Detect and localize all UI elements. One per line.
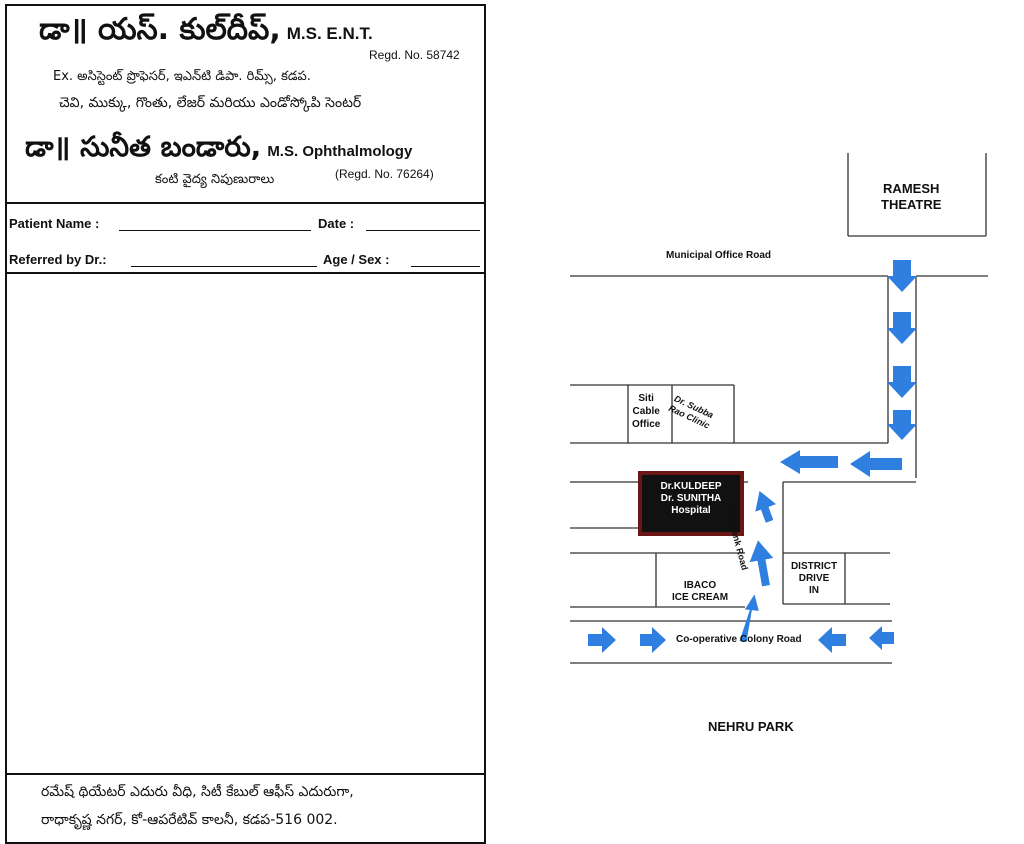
doctor1-name: డా॥ యస్. కుల్‌దీప్, [39,12,281,47]
arrow-right-icon [588,627,616,653]
footer-address-line2: రాధాకృష్ణ నగర్, కో-ఆపరేటివ్ కాలనీ, కడప-5… [41,812,338,828]
prescription-pad: డా॥ యస్. కుల్‌దీప్, M.S. E.N.T. Regd. No.… [5,4,486,844]
arrow-right-icon [640,627,666,653]
hospital-line2: Dr. SUNITHA [660,493,722,504]
doctor1-degree: M.S. E.N.T. [286,24,373,43]
doctor1-regd: Regd. No. 58742 [369,48,460,62]
date-label: Date : [318,216,355,231]
doctor2-regd: (Regd. No. 76264) [335,167,434,181]
direction-arrows [588,260,917,653]
nehru-park-label: NEHRU PARK [708,719,794,734]
arrow-down-icon [887,410,917,440]
footer-divider [7,773,484,775]
arrow-up-icon [749,540,774,587]
arrow-up-icon [755,490,777,523]
referred-by-line [131,266,317,267]
arrow-left-icon [780,450,838,474]
arrow-left-icon [818,627,846,653]
arrow-left-icon [850,451,902,477]
header-divider [7,202,484,204]
doctor1-heading: డా॥ యస్. కుల్‌దీప్, M.S. E.N.T. [39,12,373,54]
arrow-up-icon [739,594,759,642]
date-line [366,230,480,231]
arrow-down-icon [887,312,917,344]
doctor2-name: డా॥ సునీత బండారు, [25,130,262,163]
age-sex-line [411,266,480,267]
arrow-down-icon [887,366,917,398]
hospital-line3: Hospital [671,505,711,516]
doctor1-center: చెవి, ముక్కు, గొంతు, లేజర్ మరియు ఎండోస్క… [59,95,362,111]
patient-name-line [119,230,311,231]
age-sex-label: Age / Sex : [323,252,390,267]
doctor1-former-post: Ex. అసిస్టెంట్ ప్రొఫెసర్, ఇఎన్‌టి డిపా. … [53,69,311,84]
hospital-marker: Dr.KULDEEP Dr. SUNITHA Hospital [638,471,744,536]
arrow-left-icon [869,626,894,650]
doctor2-degree: M.S. Ophthalmology [267,143,413,160]
coop-road-label: Co-operative Colony Road [676,634,802,645]
arrow-down-icon [887,260,917,292]
referred-by-label: Referred by Dr.: [9,252,107,267]
doctor2-heading: డా॥ సునీత బండారు, M.S. Ophthalmology [25,130,412,170]
fields-divider [7,272,484,274]
doctor2-specialty: కంటి వైద్య నిపుణురాలు [155,172,275,187]
municipal-road-label: Municipal Office Road [666,250,772,261]
footer-address-line1: రమేష్ థియేటర్ ఎదురు వీధి, సిటీ కేబుల్ ఆఫ… [41,784,354,800]
patient-name-label: Patient Name : [9,216,100,231]
hospital-line1: Dr.KULDEEP [660,481,722,492]
